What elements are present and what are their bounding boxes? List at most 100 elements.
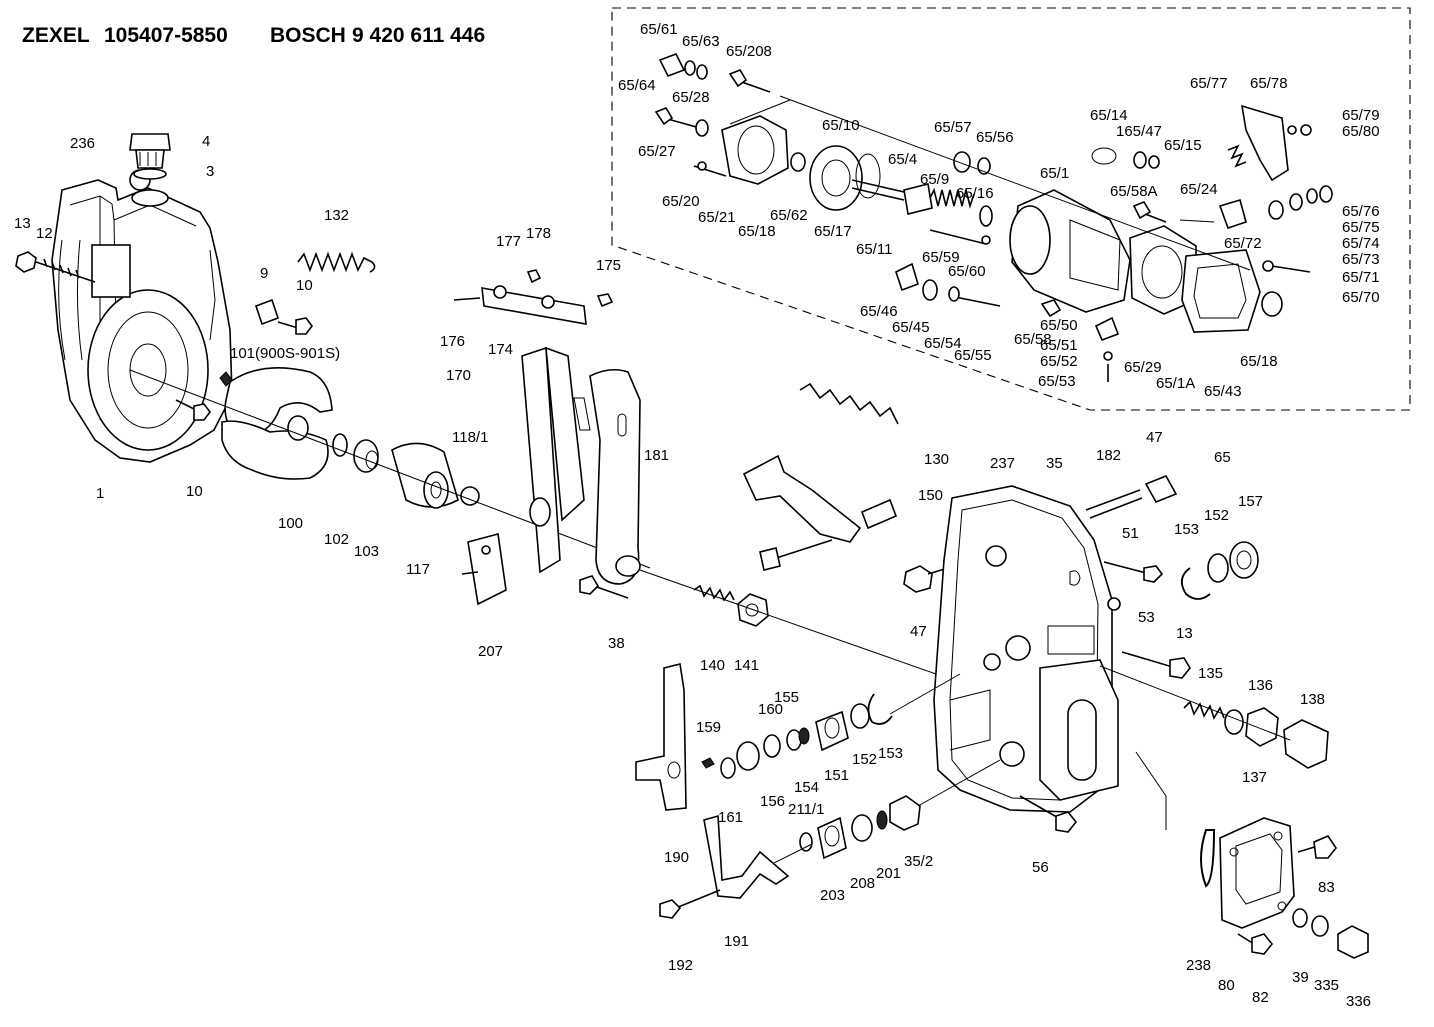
callout-label: 165/47 (1116, 123, 1162, 140)
callout-label: 65/17 (814, 223, 852, 240)
callout-label: 182 (1096, 447, 1121, 464)
cap-nut-138 (1283, 719, 1329, 769)
callout-label: 35/2 (904, 853, 933, 870)
callout-label: 335 (1314, 977, 1339, 994)
axis-line-main (129, 369, 651, 569)
callout-label: 47 (1146, 429, 1163, 446)
callout-label: 132 (324, 207, 349, 224)
callout-label: 65/61 (640, 21, 678, 38)
callout-label: 155 (774, 689, 799, 706)
spring-140 (693, 584, 735, 602)
callout-label: 181 (644, 447, 669, 464)
callout-label: 12 (36, 225, 53, 242)
circlip-153-upper (1180, 567, 1211, 600)
plug-157 (1229, 541, 1259, 579)
header-part-number-zexel: 105407-5850 (104, 24, 228, 47)
callout-label: 207 (478, 643, 503, 660)
lever-190 (635, 663, 687, 811)
callout-label: 13 (1176, 625, 1193, 642)
callout-label: 156 (760, 793, 785, 810)
callout-label: 154 (794, 779, 819, 796)
callout-label: 65/24 (1180, 181, 1218, 198)
callout-label: 136 (1248, 677, 1273, 694)
callout-label: 192 (668, 957, 693, 974)
spring-132 (297, 251, 376, 273)
callout-label: 65/53 (1038, 373, 1076, 390)
callout-label: 65/51 (1040, 337, 1078, 354)
callout-label: 10 (186, 483, 203, 500)
callout-label: 65/78 (1250, 75, 1288, 92)
callout-label: 9 (260, 265, 268, 282)
callout-label: 65/10 (822, 117, 860, 134)
callout-label: 65/18 (1240, 353, 1278, 370)
washer-211-1 (799, 832, 813, 852)
bolt-83 (1297, 835, 1337, 859)
screw-51 (1103, 561, 1164, 583)
sleeve-117 (391, 442, 459, 509)
callout-label: 65/73 (1342, 251, 1380, 268)
washer-156 (763, 734, 781, 758)
callout-label: 83 (1318, 879, 1335, 896)
screw-38 (579, 575, 629, 599)
callout-label: 100 (278, 515, 303, 532)
callout-label: 153 (1174, 521, 1199, 538)
callout-label: 160 (758, 701, 783, 718)
callout-label: 177 (496, 233, 521, 250)
header-maker-zexel: ZEXEL (22, 24, 90, 47)
callout-label: 56 (1032, 859, 1049, 876)
callout-label: 65/9 (920, 171, 949, 188)
callout-label: 118/1 (452, 429, 488, 446)
bolt-47-upper (1144, 474, 1178, 504)
sleeve-103 (353, 439, 379, 473)
block-207 (461, 532, 507, 606)
callout-label: 157 (1238, 493, 1263, 510)
callout-label: 238 (1186, 957, 1211, 974)
washer-161 (720, 757, 736, 779)
callout-label: 65/11 (856, 241, 892, 258)
callout-label: 65/15 (1164, 137, 1202, 154)
subassembly-65-boundary (611, 7, 1411, 411)
callout-label: 152 (1204, 507, 1229, 524)
spring-seat-160 (736, 741, 760, 771)
callout-label: 65/58 (1014, 331, 1052, 348)
callout-label: 65/54 (924, 335, 962, 352)
callout-label: 65/77 (1190, 75, 1228, 92)
o-ring-201 (876, 810, 888, 830)
callout-label: 65/18 (738, 223, 776, 240)
callout-label: 65/71 (1342, 269, 1380, 286)
lever-170 (521, 346, 591, 574)
axis-line-cover-2 (1135, 751, 1167, 797)
callout-label: 176 (440, 333, 465, 350)
plug-4 (129, 133, 171, 169)
washer-102 (332, 433, 348, 457)
bolt-10-upper (277, 317, 313, 335)
callout-label: 175 (596, 257, 621, 274)
callout-label: 1 (96, 485, 104, 502)
ring-208 (851, 814, 873, 842)
callout-label: 38 (608, 635, 625, 652)
callout-label: 65/21 (698, 209, 736, 226)
callout-label: 82 (1252, 989, 1269, 1006)
callout-label: 47 (910, 623, 927, 640)
callout-label: 130 (924, 451, 949, 468)
callout-label: 174 (488, 341, 513, 358)
callout-label: 65/50 (1040, 317, 1078, 334)
callout-label: 65/62 (770, 207, 808, 224)
cover-80 (1219, 817, 1295, 929)
callout-label: 35 (1046, 455, 1063, 472)
cap-nut-336 (1337, 925, 1369, 959)
callout-label: 65/74 (1342, 235, 1380, 252)
callout-label: 237 (990, 455, 1015, 472)
axis-line-153 (889, 673, 961, 715)
callout-label: 65/58A (1110, 183, 1158, 200)
callout-label: 65/55 (954, 347, 992, 364)
callout-label: 51 (1122, 525, 1139, 542)
plunger-151 (815, 710, 849, 752)
bolt-82 (1237, 933, 1274, 955)
callout-label: 211/1 (788, 801, 824, 818)
housing-237 (933, 485, 1121, 833)
bolt-10-lower (175, 399, 211, 421)
callout-label: 135 (1198, 665, 1223, 682)
callout-label: 39 (1292, 969, 1309, 986)
callout-label: 80 (1218, 977, 1235, 994)
